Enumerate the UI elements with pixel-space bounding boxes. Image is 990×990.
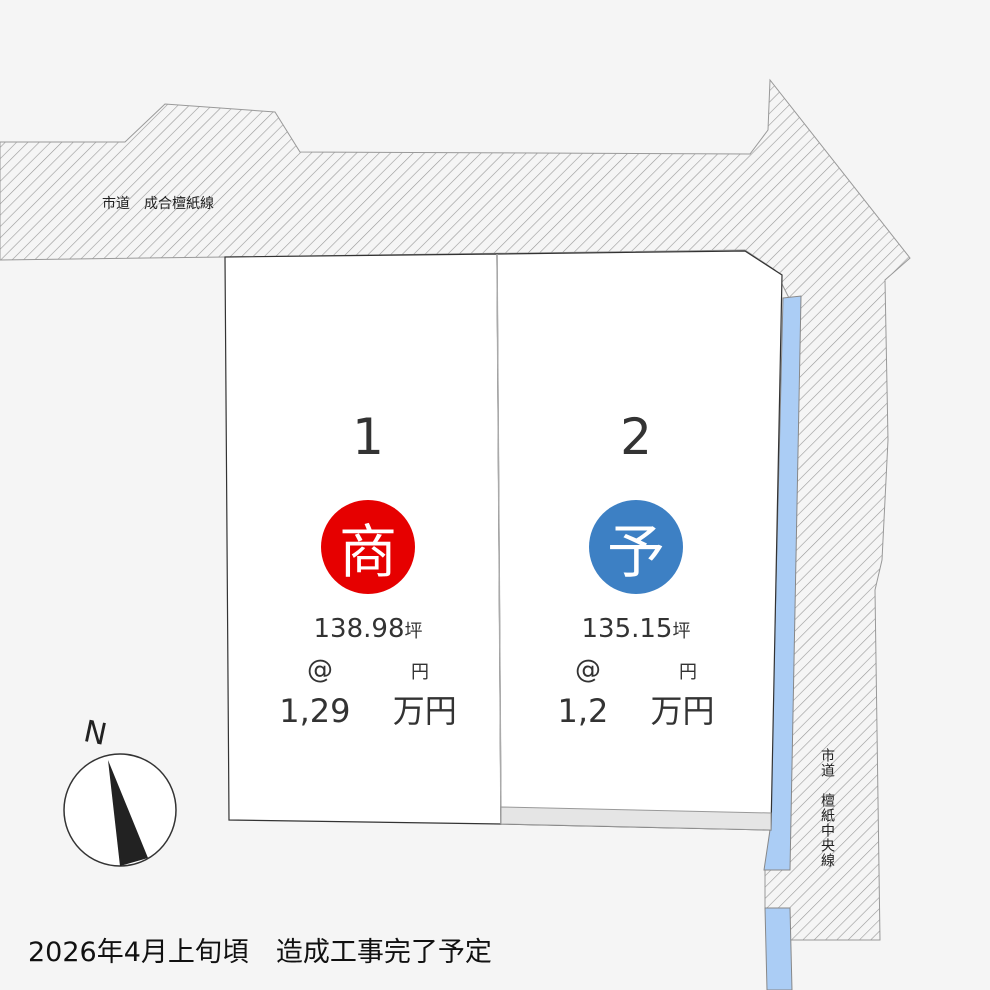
lot-1-unit-price: @ (306, 655, 333, 685)
lot-1-area: 138.98 (313, 614, 405, 644)
road-label-east: 市道 檀紙中央線 (819, 748, 835, 868)
schedule-note: 2026年4月上旬頃 造成工事完了予定 (28, 937, 492, 968)
lot-1-number: 1 (352, 408, 384, 466)
waterway-lower (764, 907, 793, 990)
road-label-north: 市道 成合檀紙線 (102, 196, 214, 212)
compass (63, 753, 177, 867)
lot-1-price: 1,29 (279, 692, 351, 730)
north-arrow-icon (108, 760, 148, 866)
reserved-badge: 予 (589, 500, 683, 594)
lot-2-strip (500, 806, 772, 831)
lot-1-info: 138.98坪 @ 円 1,29 万円 (279, 614, 457, 730)
lot-2-number: 2 (620, 408, 652, 466)
lot-2-area: 135.15 (581, 614, 673, 644)
commercial-badge: 商 (321, 500, 415, 594)
lot-2-price: 1,2 (557, 692, 609, 730)
lot-2-unit-price: @ (574, 655, 601, 685)
lot-2-info: 135.15坪 @ 円 1,2 万円 (557, 614, 715, 730)
